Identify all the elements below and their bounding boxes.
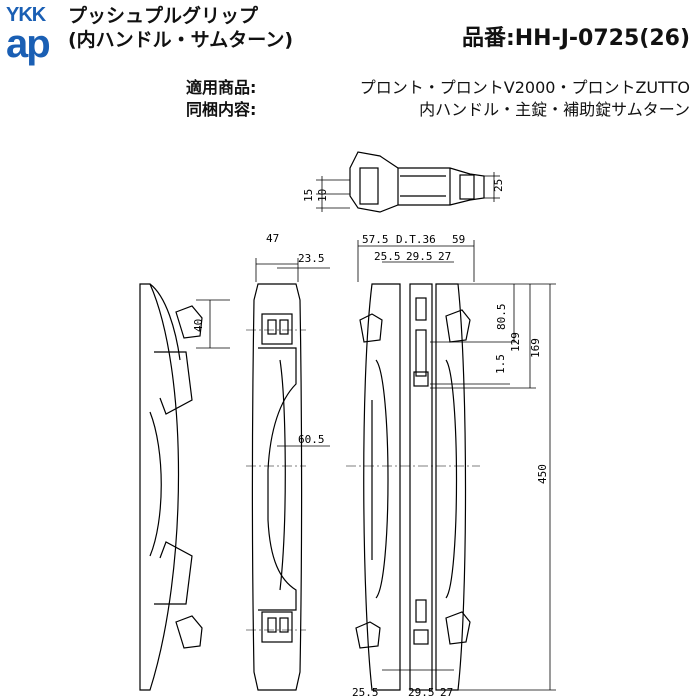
dim-h1-5: 1.5 [494,354,507,374]
dim-w23-5: 23.5 [298,252,325,265]
dim-bottom-29-5: 29.5 [408,686,435,699]
front-view-drawing [251,258,330,691]
dim-h169: 169 [529,338,542,358]
side-view-drawing [139,283,230,691]
dim-top-15: 15 [302,189,315,202]
logo-ykk: YKK [6,4,46,26]
dim-w29-5: 29.5 [406,250,433,263]
product-title-line1: プッシュプルグリップ [68,5,259,27]
spec-value-products: プロント・プロントV2000・プロントZUTTO [359,78,690,97]
back-view-drawing [355,240,556,691]
dim-dt36: D.T.36 [396,233,436,246]
ykk-ap-logo: YKK ap [6,4,68,68]
top-view-drawing [316,151,500,213]
dim-bottom-27: 27 [440,686,453,699]
dim-w59: 59 [452,233,465,246]
dim-w25-5: 25.5 [374,250,401,263]
dim-w60-5: 60.5 [298,433,325,446]
spec-label-products: 適用商品: [186,78,257,97]
spec-value-contents: 内ハンドル・主錠・補助錠サムターン [419,100,690,119]
dim-h80-5: 80.5 [495,304,508,331]
logo-ap: ap [6,22,51,66]
spec-label-contents: 同梱内容: [186,100,257,119]
dim-w47: 47 [266,232,279,245]
part-number: 品番:HH-J-0725(26) [461,26,690,51]
dim-h40: 40 [192,319,205,332]
dim-h450: 450 [536,464,549,484]
dim-top-10: 10 [316,189,329,202]
dim-h129: 129 [509,332,522,352]
dim-top-25: 25 [492,179,505,192]
dim-bottom-25-5: 25.5 [352,686,379,699]
dim-w27: 27 [438,250,451,263]
dim-w57-5: 57.5 [362,233,389,246]
product-title-line2: (内ハンドル・サムターン) [68,29,294,51]
